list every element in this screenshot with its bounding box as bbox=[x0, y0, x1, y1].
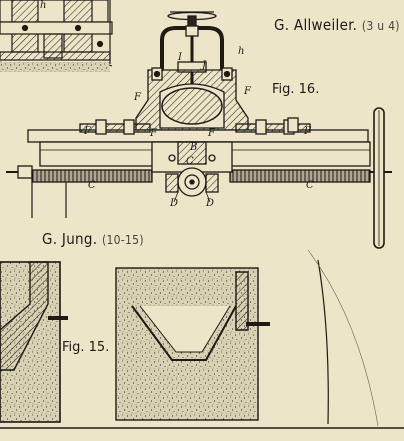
mark-C-mid: C bbox=[186, 156, 194, 167]
mark-h-top: h bbox=[40, 0, 47, 11]
mark-F3: F bbox=[84, 126, 91, 137]
mark-B: B bbox=[190, 142, 198, 153]
mark-F6: F bbox=[304, 126, 311, 137]
curved-guide-line bbox=[317, 259, 329, 425]
partial-machine-top-left bbox=[0, 0, 113, 72]
heading-allweiler: G. Allweiler. (3 u 4) bbox=[274, 16, 400, 34]
mark-C-right: C bbox=[306, 180, 314, 191]
mark-D1: D bbox=[170, 198, 179, 209]
mark-D2: D bbox=[206, 198, 215, 209]
mark-F2: F bbox=[244, 86, 251, 97]
fig15-left-mould bbox=[0, 261, 68, 423]
mark-C-left: C bbox=[88, 180, 96, 191]
mark-I: I bbox=[178, 52, 182, 63]
heading-jung: G. Jung. (10-15) bbox=[42, 230, 144, 248]
fig15-label: Fig. 15. bbox=[62, 340, 110, 355]
mark-J: J bbox=[202, 60, 207, 71]
mark-F5: F bbox=[208, 128, 215, 139]
mark-h: h bbox=[238, 46, 245, 57]
fig16-press bbox=[6, 11, 392, 249]
fig15-mould bbox=[115, 267, 270, 421]
mark-F4: F bbox=[150, 128, 157, 139]
mark-F1: F bbox=[134, 92, 141, 103]
curved-guide-line-faint bbox=[307, 249, 379, 427]
fig16-label: Fig. 16. bbox=[272, 82, 320, 97]
